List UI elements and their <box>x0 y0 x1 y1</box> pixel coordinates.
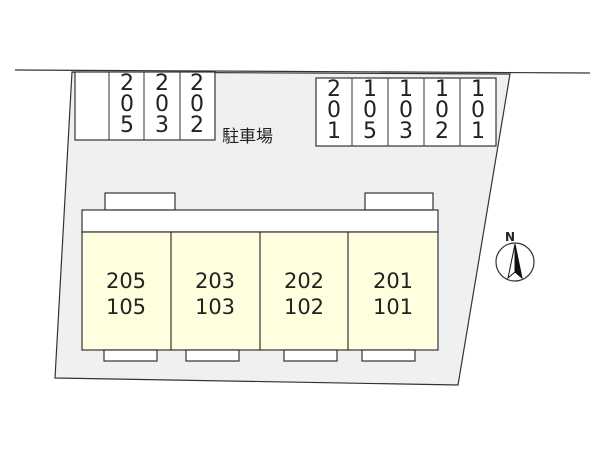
unit-number-lower: 102 <box>284 295 324 319</box>
parking-stall-number: 1 <box>363 77 377 102</box>
parking-stall-number: 2 <box>435 119 449 144</box>
parking-stall-number: 1 <box>471 119 485 144</box>
parking-stall-number: 5 <box>120 113 134 138</box>
parking-stall-number: 1 <box>399 77 413 102</box>
step-1 <box>103 349 158 362</box>
road-line <box>14 69 591 74</box>
step-4 <box>361 349 416 362</box>
step-2 <box>185 349 240 362</box>
north-label: N <box>505 230 515 244</box>
step-3 <box>283 349 338 362</box>
parking-stall-number: 2 <box>327 77 341 102</box>
balcony-top-left <box>104 192 176 211</box>
parking-stall-number: 1 <box>471 77 485 102</box>
north-compass-icon: N <box>495 230 535 282</box>
parking-stall-number: 0 <box>399 98 413 123</box>
unit-number-lower: 103 <box>195 295 235 319</box>
unit-number-upper: 202 <box>284 269 324 293</box>
parking-stall-number: 0 <box>363 98 377 123</box>
parking-stall-number: 1 <box>435 77 449 102</box>
parking-stall-number: 0 <box>471 98 485 123</box>
unit-number-lower: 101 <box>373 295 413 319</box>
parking-stall-number: 0 <box>435 98 449 123</box>
parking-stall-number: 0 <box>120 92 134 117</box>
corridor <box>81 209 439 233</box>
parking-stall-number: 2 <box>190 71 204 96</box>
unit-number-lower: 105 <box>106 295 146 319</box>
parking-stall-number: 2 <box>120 71 134 96</box>
parking-stall-number: 2 <box>190 113 204 138</box>
unit-number-upper: 201 <box>373 269 413 293</box>
unit-number-upper: 205 <box>106 269 146 293</box>
parking-label: 駐車場 <box>222 127 273 147</box>
parking-stall-number: 1 <box>327 119 341 144</box>
parking-stall-number: 3 <box>399 119 413 144</box>
parking-stall-number: 3 <box>155 113 169 138</box>
parking-stall-number: 0 <box>155 92 169 117</box>
parking-stall-number: 5 <box>363 119 377 144</box>
parking-stall-number: 0 <box>327 98 341 123</box>
unit-number-upper: 203 <box>195 269 235 293</box>
balcony-top-right <box>364 192 434 211</box>
parking-stall-number: 2 <box>155 71 169 96</box>
parking-stall-number: 0 <box>190 92 204 117</box>
